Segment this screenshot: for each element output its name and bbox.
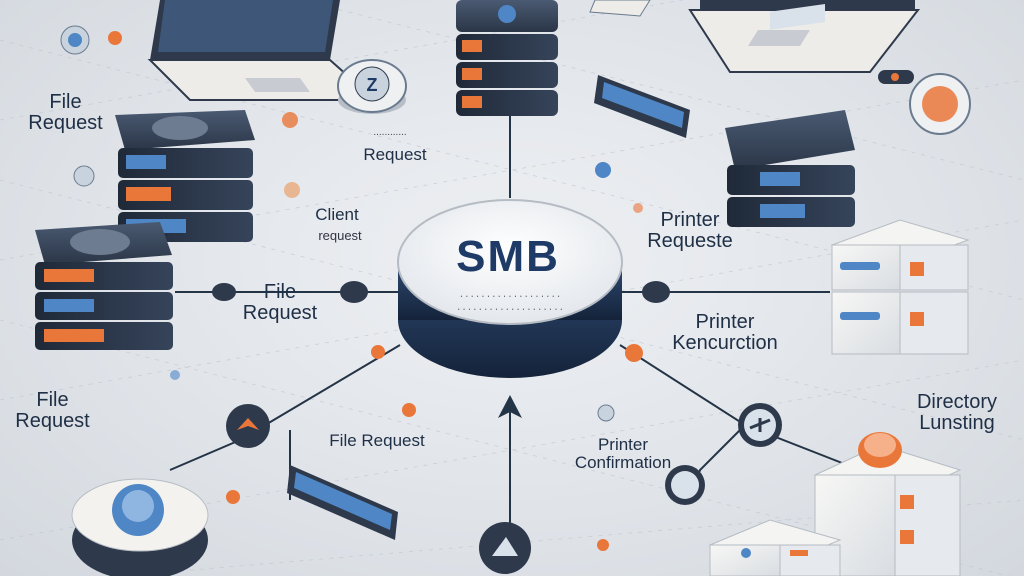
server-icon [115,110,255,242]
label-directory-lunsting: Directory Lunsting [916,391,997,434]
hub-title: SMB [456,232,560,281]
storage-drive-icon [71,478,209,576]
decorative-dots [60,25,746,551]
label-client: Client [315,205,359,224]
label-request-top: Request [363,145,427,164]
svg-text:Z: Z [367,75,378,95]
chevron-up-icon [498,395,522,418]
laptop-icon [147,0,378,101]
connector-node-icon [212,283,236,301]
label-file-request-mid-left: File Request [242,281,318,324]
server-icon [287,465,398,540]
label-request-top-faint: ............ [373,127,407,138]
laptop-icon [688,0,921,73]
storage-drive-icon: Z [337,59,407,114]
label-client-sub: request [318,228,362,243]
label-printer-requeste: Printer Requeste [647,209,733,252]
server-icon [35,222,173,350]
label-printer-confirmation: Printer Confirmation [574,435,672,472]
connector-node-icon [340,281,368,303]
connector-node-icon [642,281,670,303]
label-file-request-bottom: File Request [329,431,425,450]
hub-subtitle: ................... [458,290,562,300]
server-icon [456,0,558,116]
smb-hub [397,199,623,378]
connector-nodes [212,281,782,574]
connector-node-icon [878,70,971,135]
label-printer-kencurction: Printer Kencurction [672,311,778,354]
label-file-request-top-left: File Request [28,91,103,134]
server-icon [594,75,690,138]
server-icon [725,4,855,227]
label-file-request-far-left: File Request [15,389,90,432]
hub-subtitle-2: .................... [455,303,565,313]
printer-icon [830,219,970,355]
storage-drive-icon [708,519,842,576]
